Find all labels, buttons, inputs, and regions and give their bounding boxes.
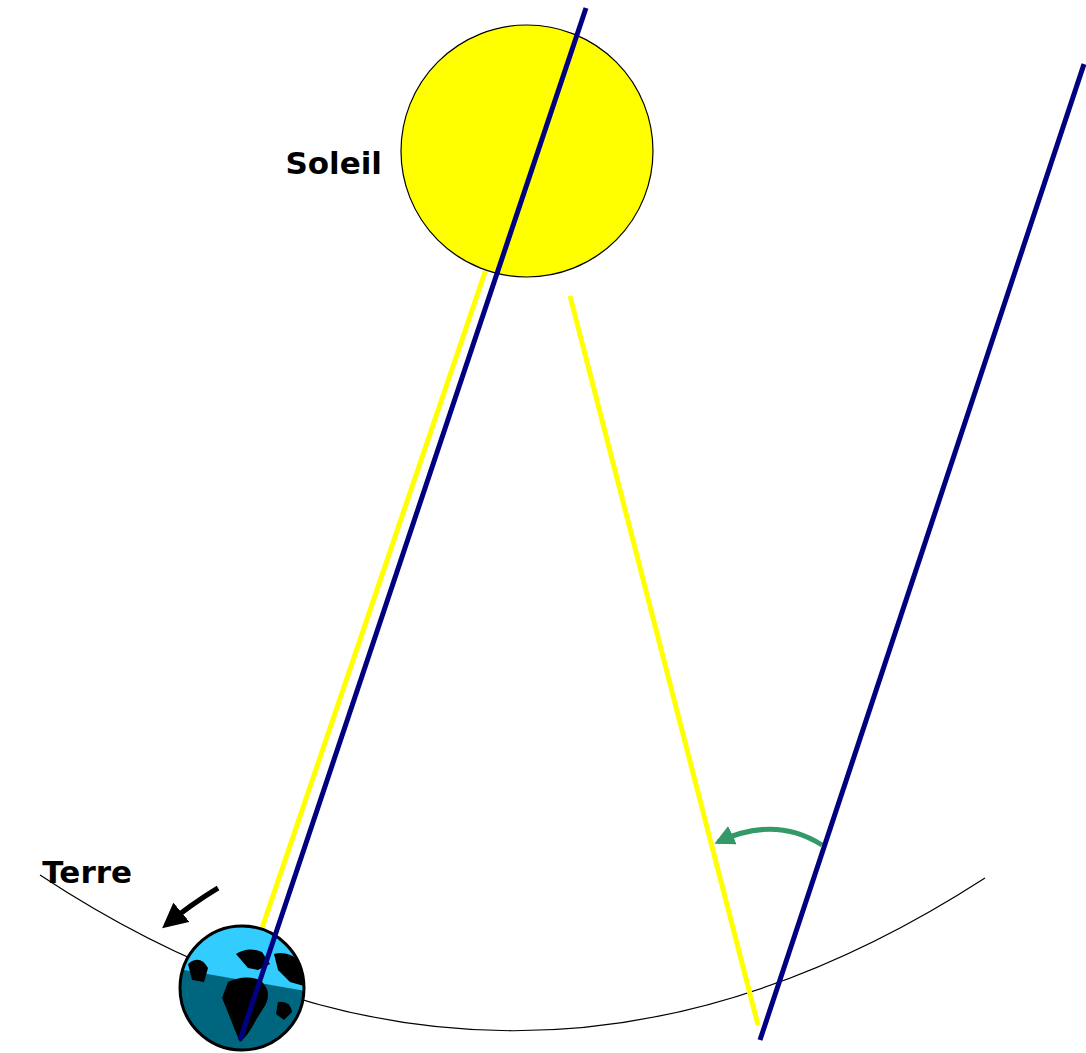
sun-disc [401,25,653,277]
label-holder: Terre [42,854,132,890]
earth-label: Terre [42,854,132,890]
sun-shape [400,24,654,278]
fixed-direction-line [240,8,586,1040]
sun-label: Soleil [285,145,382,181]
fixed-direction-line [760,64,1084,1040]
label-holder: Soleil [285,145,382,181]
sun-circle: Soleil [400,24,654,278]
rotation-angle-arrow [718,829,822,845]
sun-ray [570,296,758,1025]
spin-arrow [166,888,218,925]
sun-ray [262,271,485,927]
